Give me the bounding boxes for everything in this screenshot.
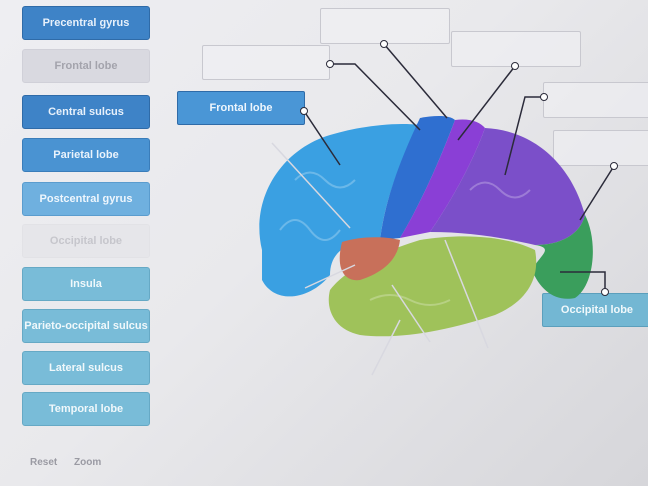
label-frontal-lobe: Frontal lobe [22,49,150,83]
precentral-region [380,115,455,240]
placed-label-occipital-lobe[interactable]: Occipital lobe [542,293,648,327]
label-postcentral-gyrus[interactable]: Postcentral gyrus [22,182,150,216]
unlabeled-leader-lines [271,142,489,376]
insula-region [339,237,400,281]
gyri-texture [279,171,531,306]
footer-controls: Reset Zoom [30,457,115,468]
label-lateral-sulcus[interactable]: Lateral sulcus [22,351,150,385]
postcentral-region [400,119,485,238]
zoom-button[interactable]: Zoom [74,457,102,468]
leader-lines [303,43,615,292]
label-occipital-lobe: Occipital lobe [22,224,150,258]
label-parietal-lobe[interactable]: Parietal lobe [22,138,150,172]
leader-dots [300,40,618,296]
label-parieto-occipital-sulcus[interactable]: Parieto-occipital sulcus [22,309,150,343]
frontal-lobe-region [259,124,420,297]
placed-label-frontal-lobe[interactable]: Frontal lobe [177,91,305,125]
label-insula[interactable]: Insula [22,267,150,301]
occipital-region [532,215,593,299]
drop-target-2[interactable] [202,45,330,80]
label-central-sulcus[interactable]: Central sulcus [22,95,150,129]
label-precentral-gyrus[interactable]: Precentral gyrus [22,6,150,40]
drop-target-5[interactable] [553,130,648,166]
parietal-region [430,128,585,245]
label-temporal-lobe[interactable]: Temporal lobe [22,392,150,426]
drop-target-4[interactable] [543,82,648,118]
reset-button[interactable]: Reset [30,457,58,468]
